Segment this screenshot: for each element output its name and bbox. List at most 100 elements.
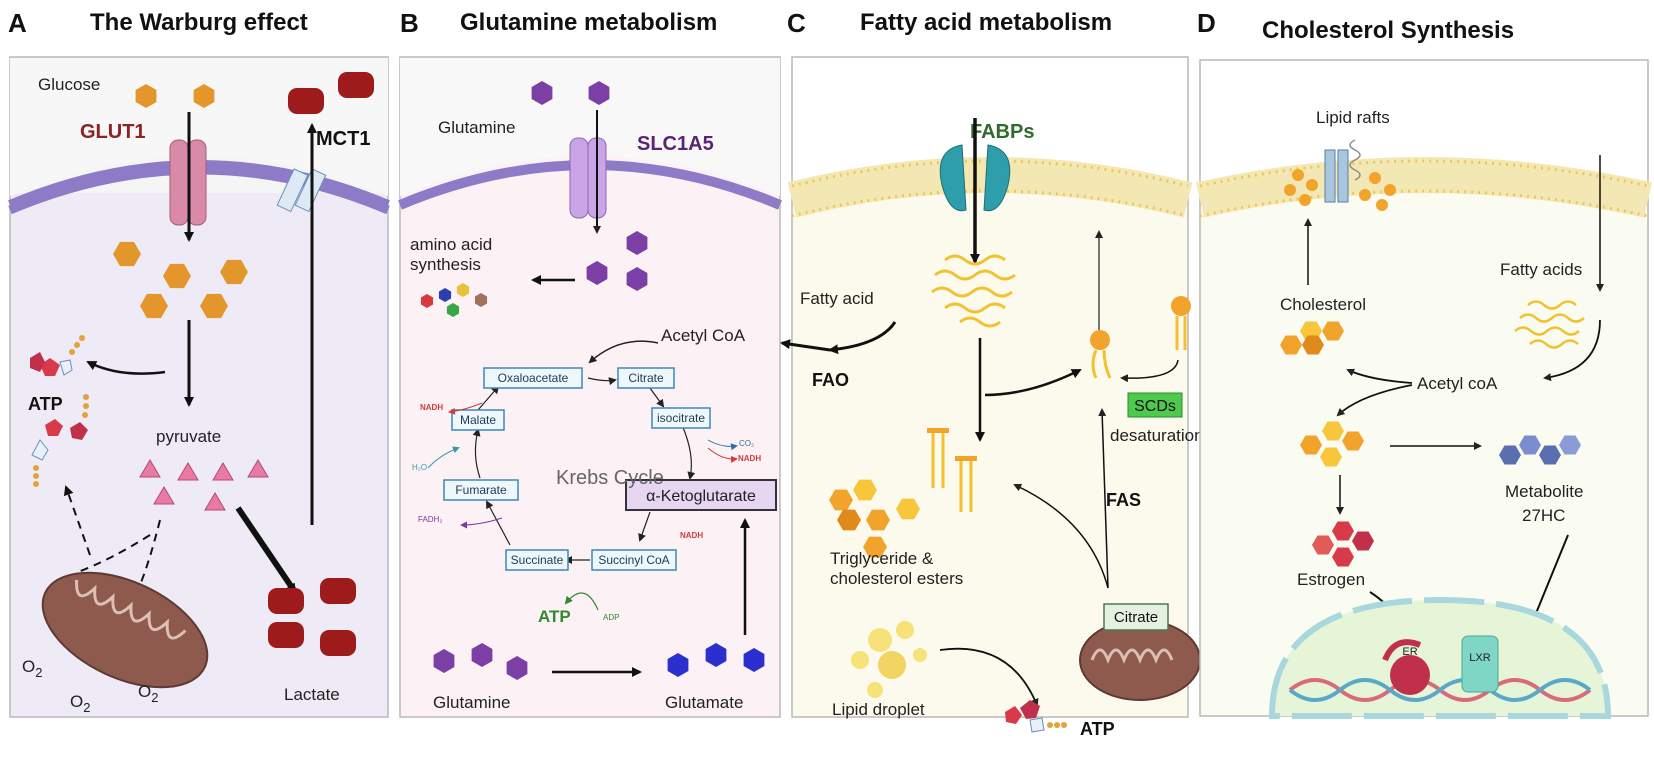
- atp-label: ATP: [1080, 719, 1115, 739]
- alpha-ketoglutarate-label: α-Ketoglutarate: [646, 488, 756, 505]
- er-label: ER: [1402, 646, 1417, 658]
- phospholipid-icon: [1171, 296, 1191, 350]
- amino-acid-label: amino acid: [410, 235, 492, 254]
- krebs-node-succinate: Succinate: [505, 549, 569, 571]
- panel-c-letter: C: [787, 8, 806, 38]
- fao-label: FAO: [812, 370, 849, 390]
- krebs-node-succinyl-coa: Succinyl CoA: [591, 549, 677, 571]
- krebs-node-alpha-ketoglutarate: α-Ketoglutarate: [625, 479, 777, 511]
- panel-d-title: Cholesterol Synthesis: [1262, 17, 1514, 44]
- fatty-acid-to-phospholipid-arrow: [984, 368, 1082, 397]
- lactate-molecule: [320, 578, 356, 604]
- triglyceride-label: Triglyceride &: [830, 549, 934, 568]
- krebs-node-citrate: Citrate: [617, 367, 675, 389]
- desaturation-arrow: [1120, 359, 1179, 383]
- metabolite-label: Metabolite: [1505, 482, 1583, 501]
- krebs-node-oxaloacetate: Oxaloacetate: [483, 367, 583, 389]
- fas-label: FAS: [1106, 490, 1141, 510]
- phospholipid-icon: [1090, 230, 1112, 379]
- desaturation-label: desaturation: [1110, 426, 1204, 445]
- co2-arrow: [707, 439, 738, 451]
- panel-c: C Fatty acid metabolism FABPs Fatty acid…: [780, 8, 1204, 739]
- nadh-arrow: [448, 402, 483, 415]
- glut1-label: GLUT1: [80, 121, 146, 143]
- krebs-arrow: [638, 511, 651, 542]
- panel-c-title: Fatty acid metabolism: [860, 9, 1112, 36]
- panel-d-lipid-bilayer: [1196, 157, 1652, 218]
- krebs-arrow: [486, 500, 511, 546]
- oxaloacetate-label: Oxaloacetate: [498, 371, 569, 385]
- dna-helix: [1288, 678, 1592, 702]
- citrate-box: [1103, 603, 1169, 631]
- krebs-cycle-label: Krebs Cycle: [556, 467, 664, 489]
- o2-label: O2: [70, 692, 90, 715]
- krebs-node-isocitrate: isocitrate: [651, 407, 711, 429]
- acetyl-coa-entry-arrow: [588, 340, 659, 364]
- o2-label: O2: [22, 657, 42, 680]
- atp-molecule-icon: [1005, 700, 1067, 733]
- co2-label: CO₂: [739, 439, 754, 448]
- atp-label: ATP: [538, 607, 571, 626]
- atp-production-arrow: [86, 360, 166, 375]
- acetyl-coa-label: Acetyl coA: [1417, 374, 1498, 393]
- fabps-label: FABPs: [970, 121, 1034, 143]
- panel-b-letter: B: [400, 8, 419, 38]
- lactate-molecule: [268, 588, 304, 614]
- lactate-molecule: [268, 622, 304, 648]
- nadh-label: NADH: [420, 403, 443, 412]
- fatty-acids-label: Fatty acids: [1500, 260, 1582, 279]
- slc1a5-transporter: [569, 137, 607, 219]
- fas-to-triglyceride-arrow: [1013, 483, 1109, 589]
- fabps-transporter: [939, 144, 1011, 212]
- panel-a-title: The Warburg effect: [90, 9, 308, 36]
- panel-b: B Glutamine metabolism Glutamine SLC1A5 …: [398, 8, 782, 718]
- lxr-label: LXR: [1469, 652, 1490, 664]
- nadh-label: NADH: [680, 531, 703, 540]
- h2o-label: H₂O: [412, 463, 427, 472]
- glutamine-bottom-label: Glutamine: [433, 693, 510, 712]
- lactate-label: Lactate: [284, 685, 340, 704]
- fao-arrow-to-acetyl-coa: [828, 321, 897, 355]
- scds-badge: [1127, 392, 1183, 418]
- glut1-transporter: [169, 139, 207, 226]
- adp-label: ADP: [603, 613, 619, 622]
- succinate-label: Succinate: [511, 553, 564, 567]
- krebs-arrow: [472, 428, 481, 479]
- glucose-label: Glucose: [38, 75, 100, 94]
- cholesterol-label: Cholesterol: [1280, 295, 1366, 314]
- mitochondrion-icon: [1079, 619, 1201, 701]
- fadh2-arrow: [460, 517, 503, 529]
- h2o-arrow: [427, 446, 460, 469]
- atp-adp-arrow: [564, 592, 599, 611]
- lactate-production-arrow: [235, 506, 298, 594]
- citrate-label: Citrate: [628, 371, 664, 385]
- mito-dashed-link: [77, 534, 151, 573]
- fao-arrow-head: [780, 339, 831, 352]
- fatty-acids-to-acetyl-coa-arrow: [1543, 319, 1601, 382]
- panel-d-letter: D: [1197, 8, 1216, 38]
- mitochondrion-icon: [41, 571, 209, 689]
- lipid-raft-icon: [1284, 139, 1396, 211]
- o2-label: O2: [138, 682, 158, 705]
- mct1-label: MCT1: [316, 128, 370, 150]
- nadh-label: NADH: [738, 454, 761, 463]
- malate-label: Malate: [460, 413, 496, 427]
- atp-molecule-icon: [30, 335, 85, 376]
- cholesterol-esters-label: cholesterol esters: [830, 569, 963, 588]
- atp-molecule-icon: [31, 394, 89, 487]
- synthesis-label: synthesis: [410, 255, 481, 274]
- krebs-node-malate: Malate: [451, 409, 505, 431]
- fatty-acid-chains: [1514, 300, 1585, 349]
- fas-to-phospholipid-arrow: [1098, 408, 1109, 589]
- krebs-node-fumarate: Fumarate: [443, 479, 519, 501]
- lxr-receptor: [1461, 635, 1499, 693]
- pyruvate-label: pyruvate: [156, 427, 221, 446]
- scds-label: SCDs: [1134, 398, 1176, 415]
- nadh-arrow: [707, 447, 738, 463]
- fumarate-label: Fumarate: [455, 483, 507, 497]
- estrogen-label: Estrogen: [1297, 570, 1365, 589]
- er-receptor: [1382, 639, 1430, 695]
- panel-a-letter: A: [8, 8, 27, 38]
- mct1-transporter: [276, 168, 327, 213]
